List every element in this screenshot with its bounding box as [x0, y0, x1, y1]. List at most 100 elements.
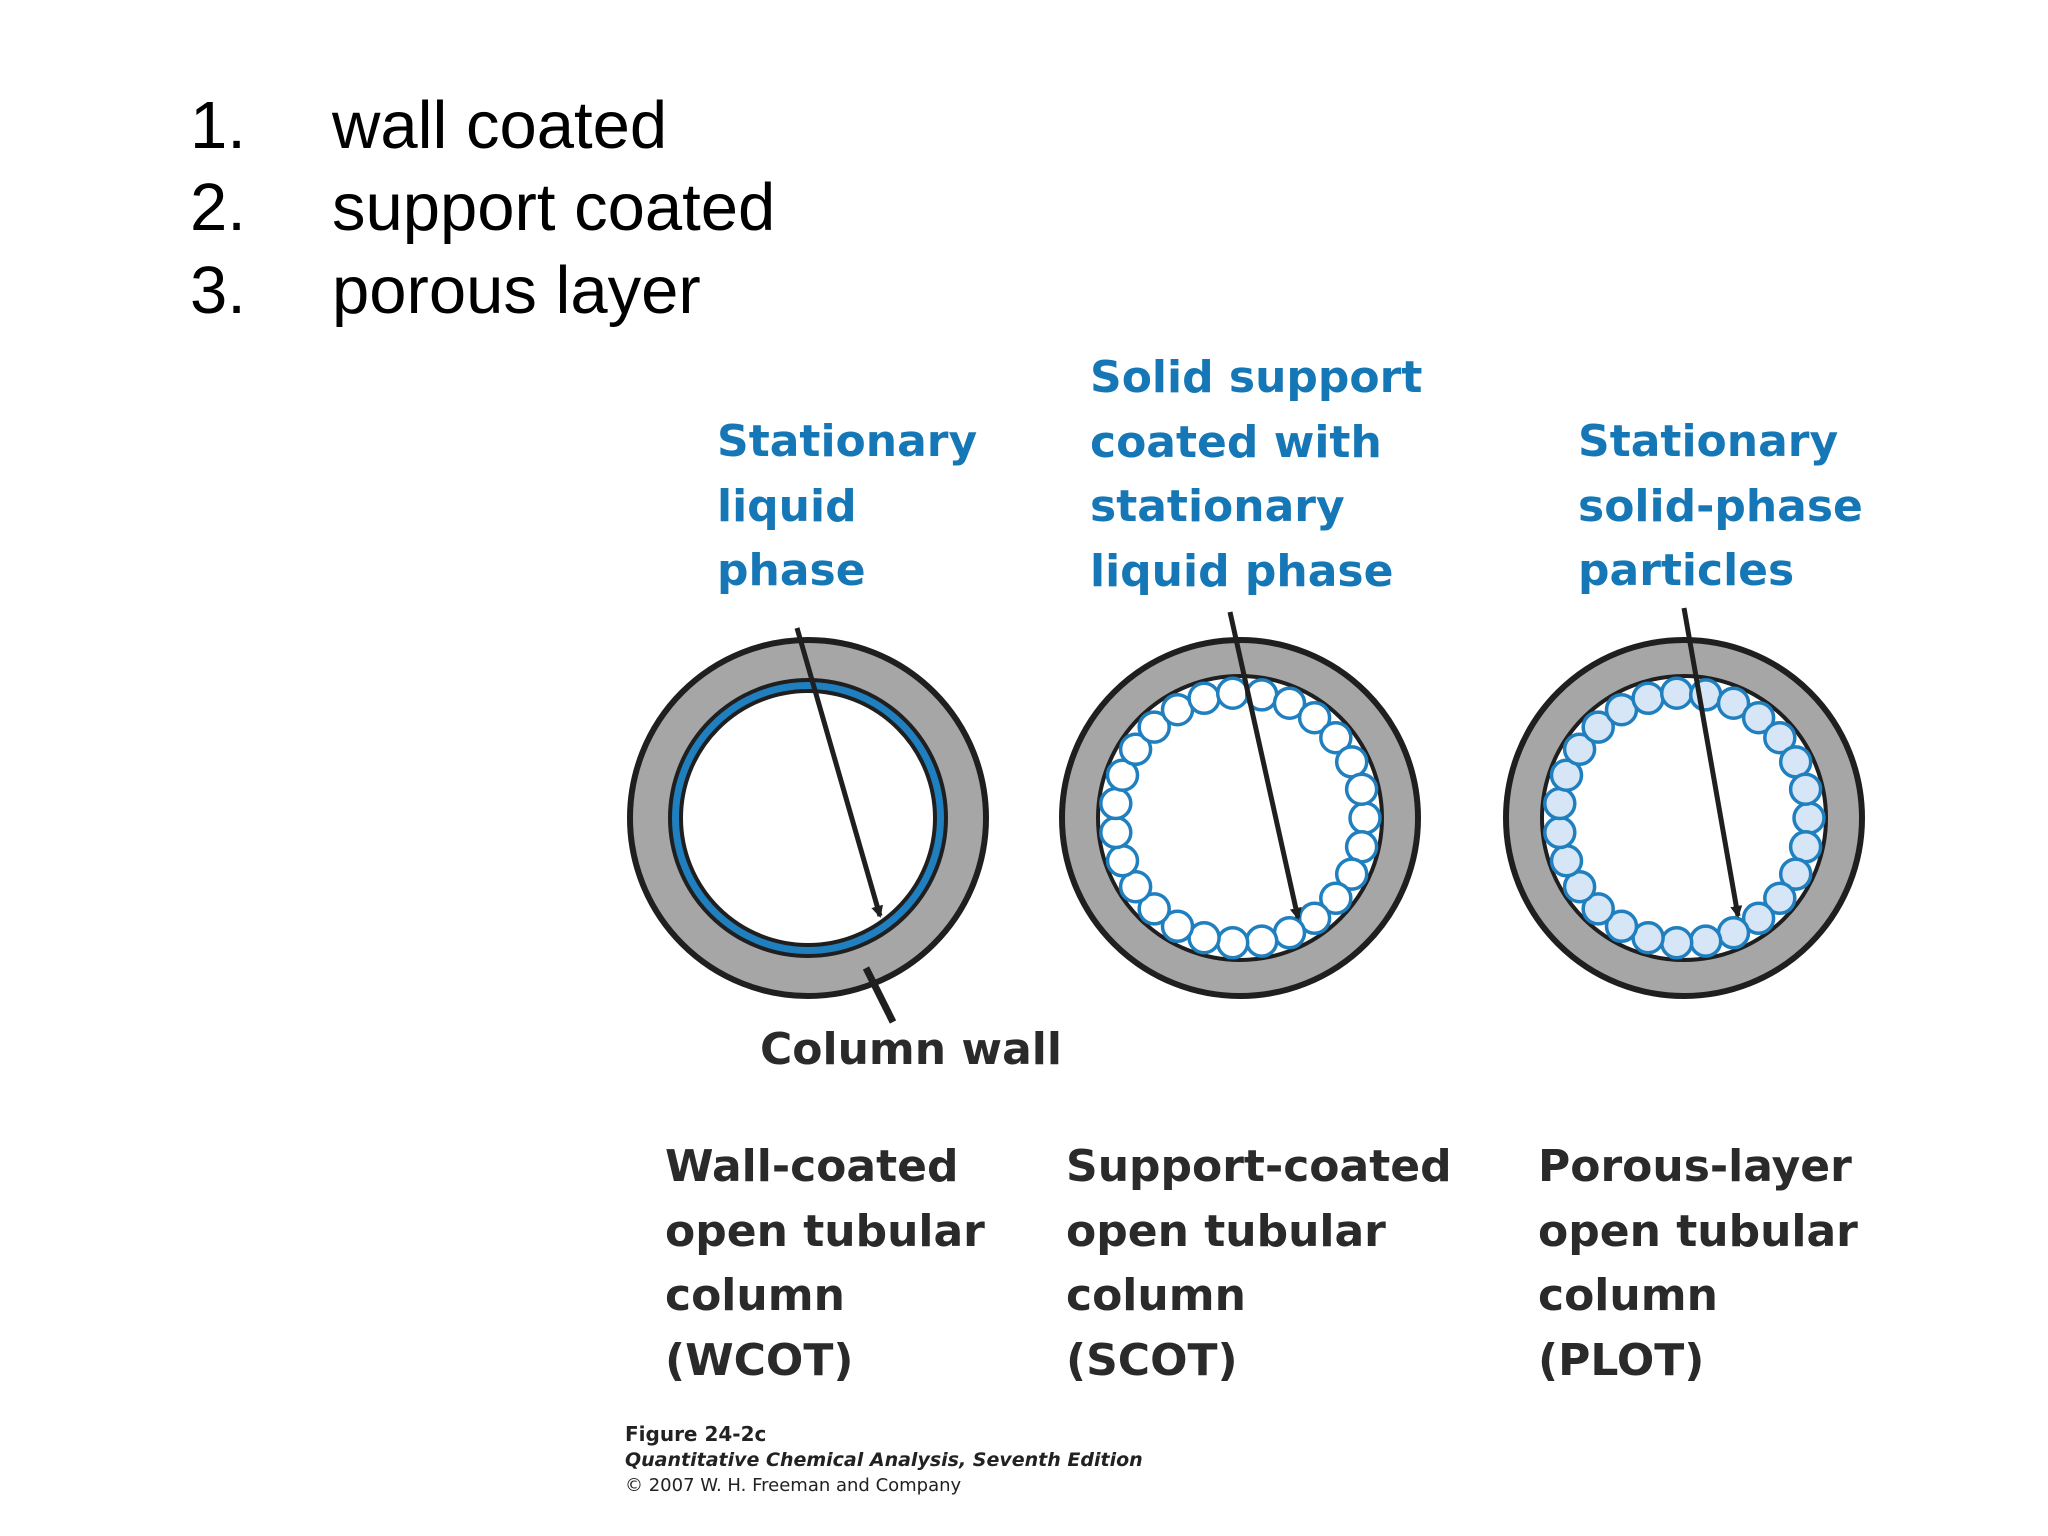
solid-phase-particle [1788, 772, 1823, 806]
label-line: Support-coated [1066, 1141, 1452, 1192]
support-particle [1348, 801, 1382, 835]
label-line: open tubular [1538, 1205, 1858, 1257]
label-line: column [665, 1270, 845, 1321]
column-wall-pointer-line [862, 966, 897, 1024]
column-wall-label: Column wall [760, 1018, 1062, 1083]
label-line: phase [717, 545, 866, 596]
solid-phase-particle [1792, 801, 1826, 835]
wcot-column-graphic [627, 627, 989, 1024]
plot-name-label: Porous-layer open tubular column (PLOT) [1538, 1135, 1858, 1393]
label-line: (WCOT) [665, 1334, 854, 1386]
support-particle [1344, 772, 1379, 806]
solid-phase-particle [1543, 815, 1577, 850]
support-particle [1334, 745, 1369, 779]
support-particle [1215, 926, 1250, 960]
label-line: column [1538, 1270, 1718, 1321]
solid-phase-particle [1543, 786, 1577, 821]
list-number: 1. [190, 88, 246, 163]
list-text: wall coated [332, 88, 668, 163]
solid-phase-particle [1659, 676, 1694, 710]
support-particle [1319, 881, 1353, 916]
support-particle [1118, 869, 1153, 904]
list-number: 2. [190, 170, 246, 245]
scot-name-label: Support-coated open tubular column (SCOT… [1066, 1135, 1452, 1393]
label-line: open tubular [665, 1205, 985, 1257]
scot-support-particles [1099, 676, 1382, 960]
wcot-phase-label: Stationary liquid phase [717, 410, 977, 604]
support-particle [1105, 844, 1140, 878]
support-particle [1297, 700, 1332, 735]
label-line: (PLOT) [1538, 1334, 1705, 1386]
solid-phase-particle [1763, 881, 1797, 916]
figure-number: Figure 24-2c [625, 1422, 767, 1446]
solid-phase-particle [1763, 720, 1797, 755]
figure-source-book: Quantitative Chemical Analysis, Seventh … [625, 1449, 1143, 1471]
solid-phase-particle [1581, 710, 1615, 744]
solid-phase-particle [1604, 909, 1639, 944]
label-line: Wall-coated [665, 1141, 959, 1192]
solid-phase-particle [1741, 901, 1776, 936]
solid-phase-particle [1716, 686, 1751, 720]
support-particle [1272, 686, 1307, 720]
solid-phase-particle [1659, 926, 1694, 960]
list-text: porous layer [332, 253, 701, 328]
support-particle [1118, 732, 1153, 767]
label-line: liquid [717, 480, 857, 532]
plot-column-bore [1540, 674, 1828, 962]
support-particle [1099, 786, 1133, 821]
support-particle [1244, 924, 1279, 958]
label-line: Stationary [717, 416, 978, 467]
solid-phase-particle [1741, 700, 1776, 735]
wcot-name-label: Wall-coated open tubular column (WCOT) [665, 1135, 985, 1393]
support-particle [1160, 909, 1195, 944]
support-particle [1334, 857, 1369, 891]
solid-phase-particle [1631, 681, 1665, 716]
label-line: Stationary [1578, 416, 1839, 467]
label-line: Solid support [1090, 352, 1423, 403]
plot-solid-particles [1543, 676, 1826, 960]
scot-column-graphic [1059, 611, 1421, 999]
plot-column-graphic [1503, 607, 1865, 999]
label-line: coated with [1090, 416, 1382, 468]
solid-phase-particle [1549, 844, 1584, 878]
support-particle [1344, 830, 1379, 864]
label-line: Porous-layer [1538, 1141, 1852, 1192]
scot-column-bore [1096, 674, 1384, 962]
scot-phase-label: Solid support coated with stationary liq… [1090, 346, 1422, 604]
plot-phase-pointer-arrow [1681, 607, 1743, 918]
solid-phase-particle [1788, 830, 1823, 864]
label-line: liquid phase [1090, 545, 1394, 597]
support-particle [1137, 892, 1171, 926]
figure-caption: Figure 24-2c Quantitative Chemical Analy… [625, 1421, 1143, 1499]
support-particle [1099, 815, 1133, 850]
label-line: stationary [1090, 481, 1345, 532]
support-particle [1137, 710, 1171, 744]
support-particle [1105, 758, 1140, 792]
solid-phase-particle [1562, 732, 1597, 767]
wcot-column-bore [679, 689, 937, 947]
label-line: (SCOT) [1066, 1334, 1238, 1386]
support-particle [1187, 681, 1221, 716]
label-line: Column wall [760, 1024, 1062, 1075]
list-number: 3. [190, 253, 246, 328]
label-line: column [1066, 1270, 1246, 1321]
solid-phase-particle [1778, 857, 1813, 891]
solid-phase-particle [1716, 916, 1751, 950]
solid-phase-particle [1562, 869, 1597, 904]
solid-phase-particle [1778, 745, 1813, 779]
scot-phase-pointer-arrow [1227, 611, 1302, 920]
wcot-phase-pointer-arrow [794, 627, 883, 918]
list-text: support coated [332, 170, 776, 245]
solid-phase-particle [1549, 758, 1584, 792]
label-line: open tubular [1066, 1205, 1386, 1257]
label-line: particles [1578, 545, 1795, 596]
support-particle [1272, 916, 1307, 950]
solid-phase-particle [1581, 892, 1615, 926]
figure-copyright: © 2007 W. H. Freeman and Company [625, 1475, 962, 1496]
support-particle [1319, 720, 1353, 755]
label-line: solid-phase [1578, 480, 1863, 532]
solid-phase-particle [1688, 924, 1723, 958]
plot-phase-label: Stationary solid-phase particles [1578, 410, 1863, 604]
